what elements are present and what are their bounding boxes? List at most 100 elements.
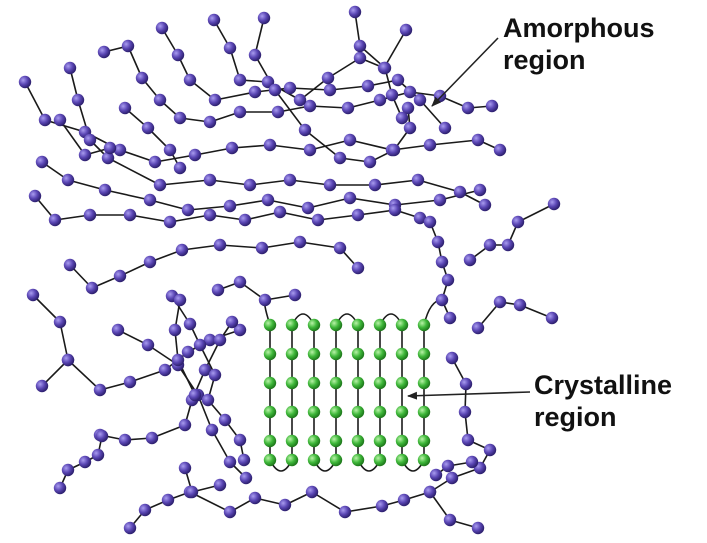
crystalline-bead: [285, 453, 299, 467]
amorphous-bead: [103, 141, 117, 155]
crystalline-bead: [395, 453, 409, 467]
crystalline-bead: [351, 376, 365, 390]
amorphous-bead: [141, 338, 155, 352]
amorphous-bead: [145, 431, 159, 445]
amorphous-bead: [61, 463, 75, 477]
amorphous-bead: [441, 273, 455, 287]
amorphous-bead: [71, 93, 85, 107]
chain-bond: [327, 57, 361, 79]
amorphous-bead: [175, 243, 189, 257]
amorphous-bead: [38, 113, 52, 127]
amorphous-bead: [35, 155, 49, 169]
amorphous-bead: [98, 183, 112, 197]
chain-bond: [149, 199, 189, 211]
amorphous-bead: [178, 418, 192, 432]
crystalline-bead: [263, 347, 277, 361]
amorphous-bead: [153, 178, 167, 192]
amorphous-bead: [178, 461, 192, 475]
chain-bond: [299, 241, 341, 249]
amorphous-bead: [399, 23, 413, 37]
amorphous-bead: [388, 203, 402, 217]
chain-bond: [419, 99, 446, 129]
amorphous-bead: [123, 208, 137, 222]
chain-bond: [59, 321, 69, 361]
amorphous-bead: [288, 288, 302, 302]
amorphous-bead: [181, 345, 195, 359]
amorphous-bead: [118, 433, 132, 447]
amorphous-bead: [78, 455, 92, 469]
amorphous-bead: [93, 383, 107, 397]
amorphous-arrow: [431, 37, 499, 107]
crystalline-bead: [395, 434, 409, 448]
chain-bond: [169, 214, 211, 223]
amorphous-bead: [255, 241, 269, 255]
crystalline-bead: [329, 405, 343, 419]
amorphous-bead: [233, 323, 247, 337]
chain-bond: [159, 179, 211, 186]
amorphous-bead: [163, 143, 177, 157]
amorphous-bead: [218, 413, 232, 427]
crystalline-bead: [395, 347, 409, 361]
amorphous-bead: [413, 93, 427, 107]
amorphous-bead: [278, 498, 292, 512]
amorphous-bead: [225, 141, 239, 155]
chain-bond: [309, 139, 351, 151]
amorphous-bead: [403, 121, 417, 135]
amorphous-bead: [293, 235, 307, 249]
amorphous-bead: [173, 293, 187, 307]
amorphous-bead: [338, 505, 352, 519]
amorphous-bead: [239, 471, 253, 485]
amorphous-bead: [223, 505, 237, 519]
chain-bond: [329, 85, 369, 91]
chain-bond: [394, 199, 441, 206]
amorphous-bead: [373, 93, 387, 107]
amorphous-label-line2: region: [503, 45, 586, 75]
amorphous-bead: [261, 193, 275, 207]
amorphous-bead: [35, 379, 49, 393]
crystalline-bead: [285, 376, 299, 390]
crystalline-bead: [263, 318, 277, 332]
chain-beads: [18, 5, 561, 535]
amorphous-bead: [183, 73, 197, 87]
crystalline-bead: [263, 405, 277, 419]
amorphous-bead: [261, 75, 275, 89]
chain-bond: [187, 205, 231, 211]
chain-bond: [269, 144, 311, 151]
amorphous-bead: [223, 41, 237, 55]
crystalline-bead: [307, 434, 321, 448]
amorphous-bead: [97, 45, 111, 59]
crystalline-bead: [417, 347, 431, 361]
amorphous-bead: [343, 191, 357, 205]
amorphous-bead: [463, 253, 477, 267]
amorphous-bead: [333, 151, 347, 165]
chain-bond: [417, 179, 461, 193]
amorphous-bead: [353, 51, 367, 65]
amorphous-bead: [213, 478, 227, 492]
amorphous-bead: [91, 448, 105, 462]
amorphous-bead: [413, 211, 427, 225]
chain-bond: [67, 179, 106, 191]
chain-bond: [32, 294, 61, 323]
amorphous-bead: [471, 321, 485, 335]
amorphous-bead: [458, 405, 472, 419]
amorphous-bead: [201, 393, 215, 407]
amorphous-bead: [118, 101, 132, 115]
amorphous-bead: [203, 173, 217, 187]
amorphous-bead: [243, 178, 257, 192]
crystalline-bead: [329, 376, 343, 390]
crystalline-bead: [263, 434, 277, 448]
amorphous-bead: [445, 471, 459, 485]
amorphous-bead: [207, 13, 221, 27]
amorphous-bead: [233, 275, 247, 289]
chain-bond: [311, 491, 346, 513]
chain-bond: [309, 105, 349, 109]
crystalline-bead: [351, 453, 365, 467]
amorphous-bead: [323, 83, 337, 97]
crystalline-bead: [329, 434, 343, 448]
amorphous-bead: [323, 178, 337, 192]
amorphous-bead: [273, 205, 287, 219]
chain-bond: [107, 157, 161, 186]
chain-bond: [194, 147, 233, 156]
chain-bond: [229, 199, 269, 207]
